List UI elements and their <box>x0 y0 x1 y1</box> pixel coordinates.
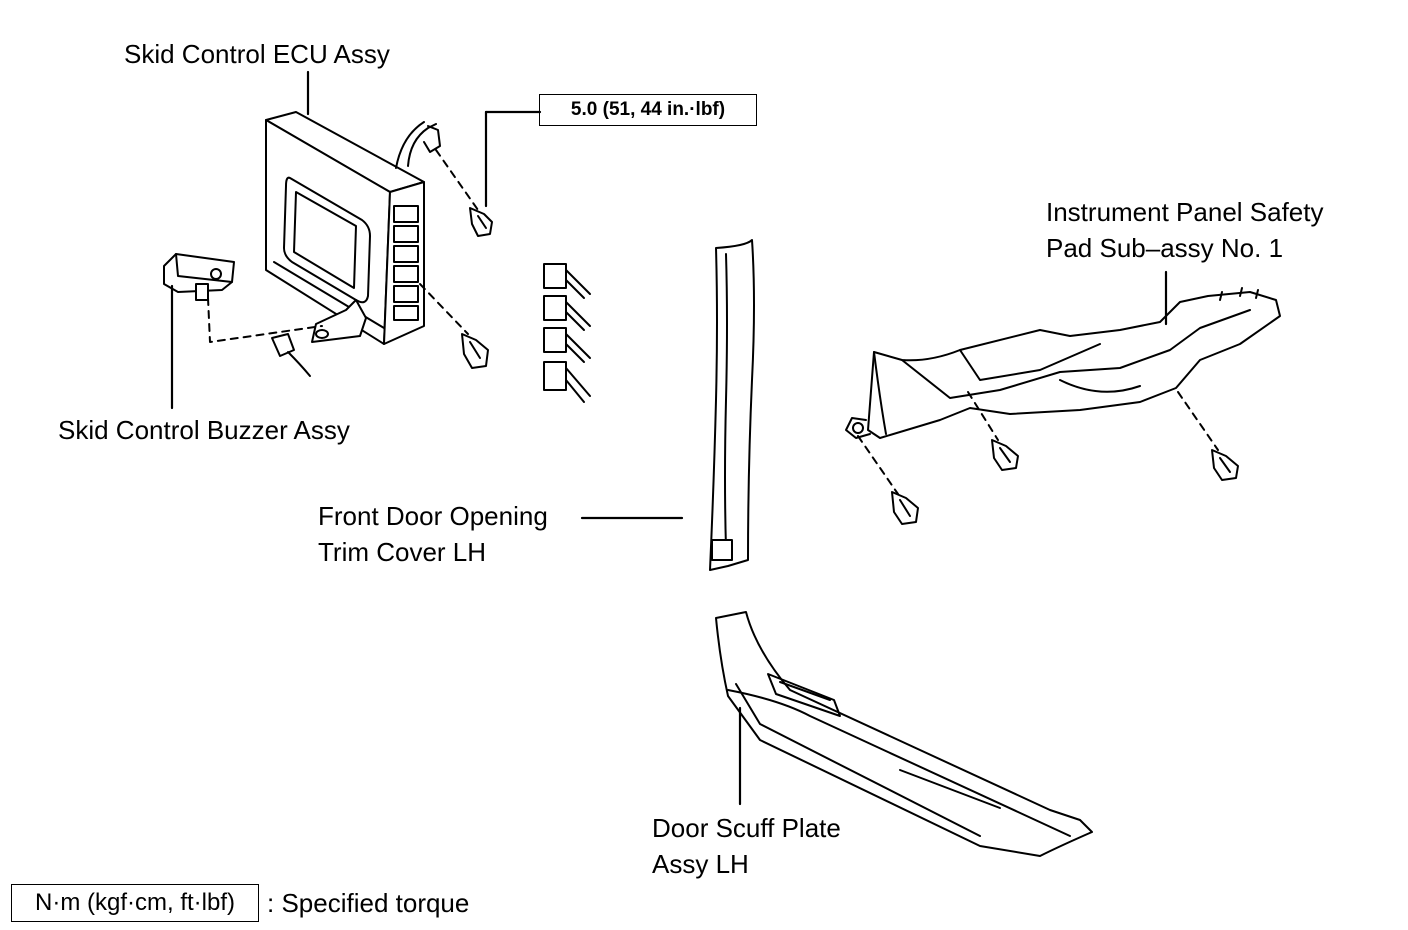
label-safety-pad-line2: Pad Sub–assy No. 1 <box>1046 233 1284 263</box>
instrument-panel-safety-pad <box>845 270 1281 439</box>
label-scuff-plate-line1: Door Scuff Plate <box>652 813 841 843</box>
legend-description: : Specified torque <box>267 888 470 918</box>
ecu-upper-bolt <box>435 110 542 237</box>
ecu-lower-bolt <box>419 283 489 369</box>
safety-pad-bolts <box>857 391 1239 525</box>
skid-control-ecu <box>265 70 441 345</box>
torque-spec-box: 5.0 (51, 44 in.·lbf) <box>539 94 757 126</box>
skid-control-buzzer <box>163 253 323 410</box>
wire-connectors <box>543 263 591 403</box>
label-skid-control-ecu: Skid Control ECU Assy <box>124 39 390 69</box>
legend-torque-unit-box: N·m (kgf·cm, ft·lbf) <box>11 884 259 922</box>
door-scuff-plate <box>715 611 1093 857</box>
front-door-opening-trim-cover <box>580 239 755 571</box>
label-safety-pad-line1: Instrument Panel Safety <box>1046 197 1324 227</box>
label-trim-cover-line1: Front Door Opening <box>318 501 548 531</box>
label-scuff-plate-line2: Assy LH <box>652 849 749 879</box>
label-trim-cover-line2: Trim Cover LH <box>318 537 487 567</box>
label-skid-control-buzzer: Skid Control Buzzer Assy <box>58 415 350 445</box>
